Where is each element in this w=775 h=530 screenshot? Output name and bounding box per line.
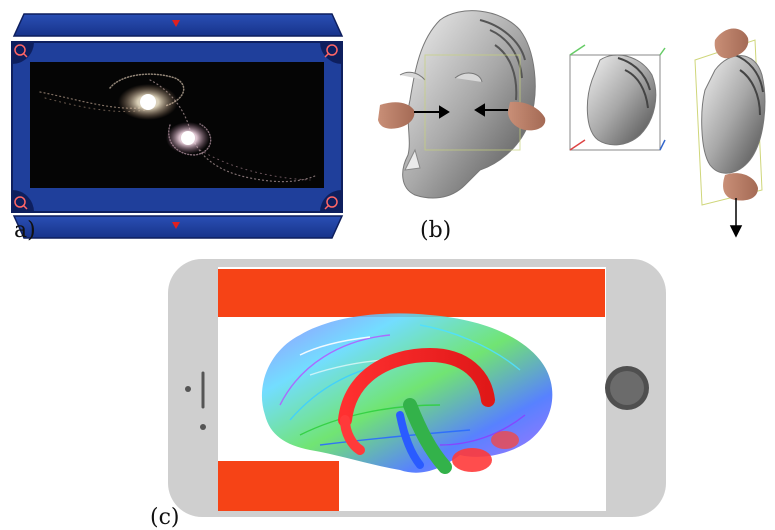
down-arrow-icon (729, 198, 743, 238)
hand-icon (378, 102, 415, 129)
panel-a-galaxy-frame: a) (0, 0, 355, 245)
zoom-icon (12, 42, 34, 64)
panel-label-b: (b) (420, 218, 452, 243)
down-arrow-icon (172, 222, 180, 229)
top-tab (12, 13, 344, 37)
pinch-arrow (414, 103, 508, 119)
zoom-icon (12, 190, 34, 212)
bottom-tab (12, 215, 344, 239)
home-button-icon (605, 366, 649, 410)
panel-b-rhino-gestures: (b) (370, 0, 775, 245)
corpus-callosum (338, 347, 495, 427)
zoom-icon (320, 190, 342, 212)
hand-icon (714, 28, 749, 59)
bottom-red-bar (218, 461, 339, 511)
phone-brain-illustration (168, 259, 666, 517)
sensor-dot (200, 424, 206, 430)
galaxy-core-1 (140, 94, 156, 110)
panel-c-phone-brain: (c) (0, 255, 775, 530)
galaxy-core-2 (181, 131, 195, 145)
top-red-bar (218, 269, 605, 317)
zoom-icon (320, 42, 342, 64)
panel-label-a: a) (14, 218, 36, 243)
brainstem (403, 398, 452, 474)
hand-icon (508, 101, 546, 131)
galaxy-frame-illustration (11, 13, 344, 239)
brain-tractography (261, 313, 553, 474)
hand-icon (723, 173, 758, 201)
down-arrow-icon (172, 20, 180, 27)
camera-icon (185, 386, 191, 392)
rhino-model-large (399, 10, 536, 199)
rhino-gesture-illustration (378, 10, 766, 238)
rhino-model-boxed (569, 44, 666, 151)
panel-label-c: (c) (150, 505, 180, 530)
cerebellum (452, 448, 492, 472)
